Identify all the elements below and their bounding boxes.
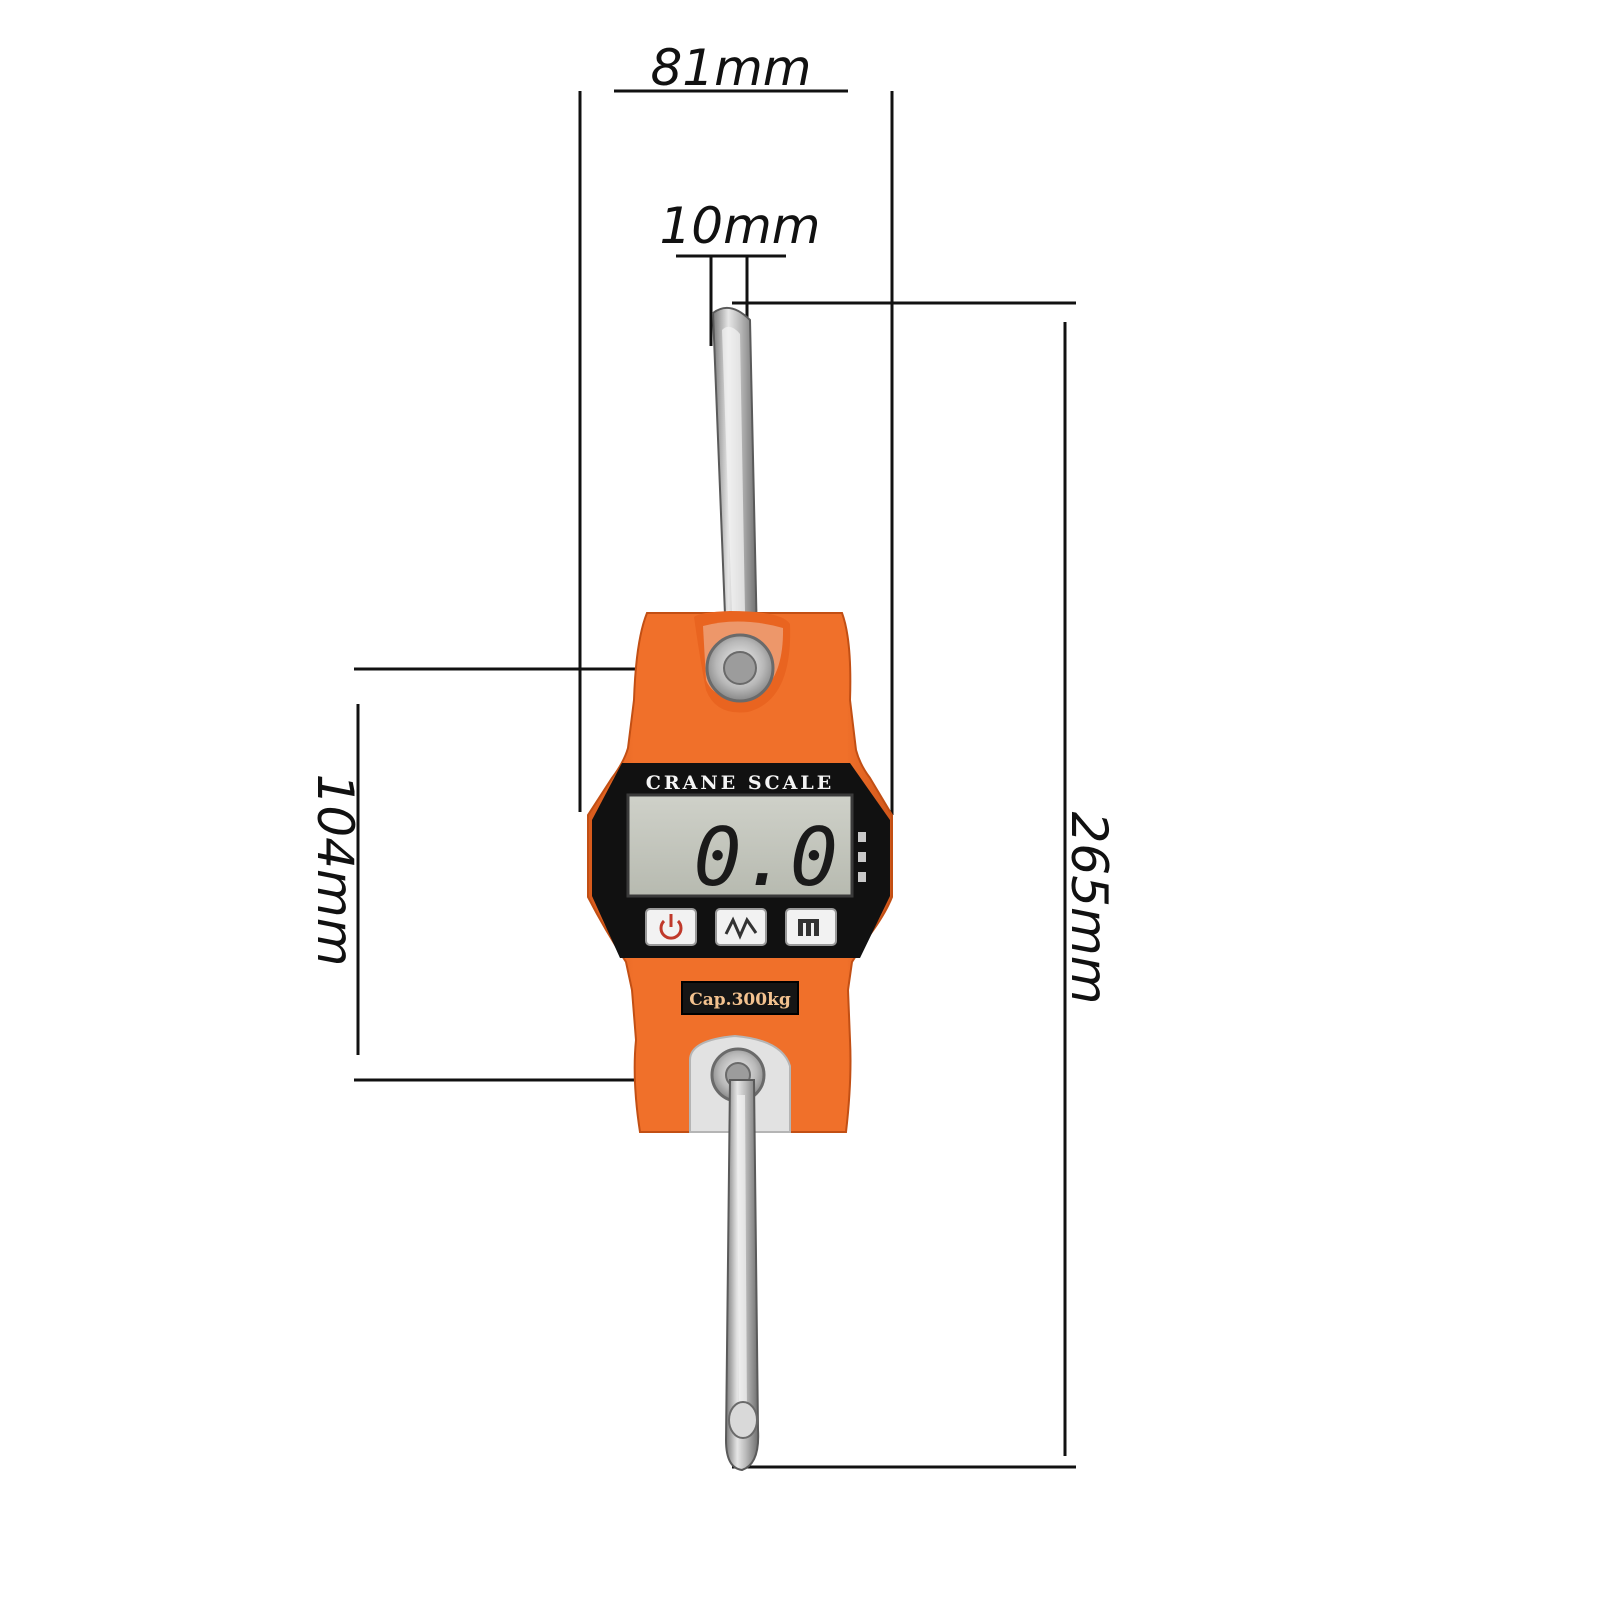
wave-icon (724, 916, 758, 940)
lcd-display: 0.0 (626, 793, 866, 904)
hold-icon (798, 919, 819, 936)
unit-button[interactable] (715, 908, 767, 946)
dim-hook-label: 10mm (659, 197, 820, 255)
dim-overall-label: 265mm (1060, 812, 1118, 1005)
weight-reading: 0.0 (694, 811, 839, 904)
capacity-label: Cap.300kg (689, 990, 791, 1010)
brand-label: CRANE SCALE (646, 772, 835, 794)
dim-width-label: 81mm (650, 39, 811, 97)
hold-button[interactable] (785, 908, 837, 946)
top-hook (711, 306, 759, 641)
capacity-plate: Cap.300kg (681, 981, 799, 1015)
power-button[interactable] (645, 908, 697, 946)
dim-body-label: 104mm (306, 774, 364, 967)
power-icon (659, 914, 683, 940)
bottom-hook (724, 1079, 760, 1472)
top-hook-pivot (705, 633, 775, 703)
